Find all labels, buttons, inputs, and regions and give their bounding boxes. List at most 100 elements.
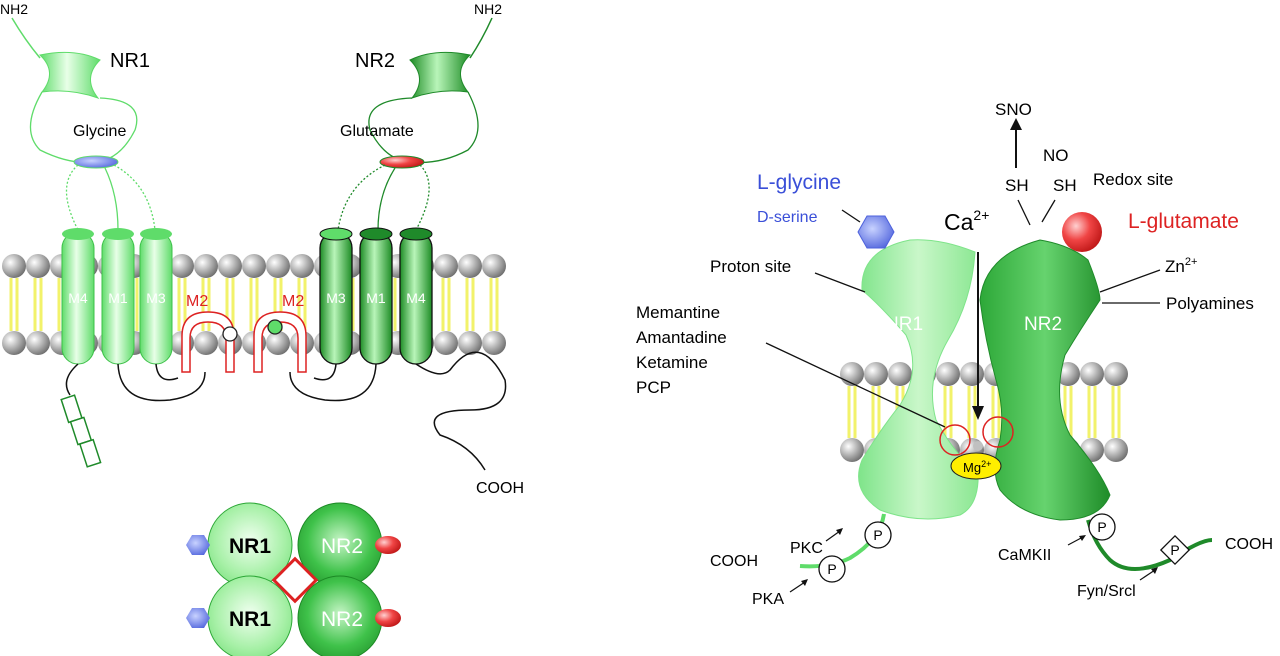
tetramer-nr2-top-label: NR2 bbox=[321, 535, 363, 558]
lipid-head bbox=[434, 331, 458, 355]
glycine-binding-ellipse bbox=[73, 155, 119, 169]
sno-arrow-head bbox=[1010, 118, 1022, 130]
nr2-nh2-line bbox=[469, 17, 493, 59]
nr1-c-terminal-line bbox=[65, 363, 79, 396]
lipid-head bbox=[840, 362, 864, 386]
nr1-transmembrane-helices bbox=[61, 228, 173, 365]
nr2-dotted-connector bbox=[337, 164, 386, 231]
pkc-arrow bbox=[825, 530, 841, 542]
tetramer-glutamate-bottom bbox=[375, 609, 401, 627]
tetramer-glycine-hex-bottom bbox=[186, 608, 210, 628]
lipid-tail bbox=[303, 278, 307, 331]
lipid-tail bbox=[273, 278, 277, 331]
lipid-tail bbox=[1063, 386, 1067, 438]
pkc-arrow-head bbox=[836, 528, 843, 535]
lipid-tail bbox=[1087, 386, 1091, 438]
topology-panel: NH2 NH2 NR1 NR2 Glycine Glutamate M4 M1 … bbox=[0, 1, 524, 497]
nr1-m4-label: M4 bbox=[68, 290, 88, 306]
l-glycine-label: L-glycine bbox=[757, 171, 841, 194]
ca-label: Ca2+ bbox=[944, 207, 989, 235]
nr2-m1-label: M1 bbox=[366, 290, 386, 306]
nr1-m2-site bbox=[222, 326, 238, 342]
nr2-cooh-label: COOH bbox=[476, 480, 524, 497]
camkii-arrow-head bbox=[1079, 535, 1086, 541]
nr1-ntd-shape bbox=[38, 51, 101, 100]
nr2-dotted-connector-2 bbox=[415, 164, 430, 231]
lipid-head bbox=[864, 362, 888, 386]
phospho-label-2: P bbox=[827, 561, 836, 577]
lipid-tail bbox=[393, 278, 397, 331]
lipid-tail bbox=[249, 278, 253, 331]
tetramer-nr2-bottom-label: NR2 bbox=[321, 608, 363, 631]
lipid-tail bbox=[57, 278, 61, 331]
lipid-tail bbox=[1093, 386, 1097, 438]
nr1-label: NR1 bbox=[110, 50, 150, 72]
lipid-tail bbox=[231, 278, 235, 331]
lipid-tail bbox=[967, 386, 971, 438]
lipid-head bbox=[1104, 362, 1128, 386]
l-glutamate-sphere bbox=[1062, 212, 1102, 252]
nr1-dotted-connector bbox=[65, 164, 79, 231]
tetramer-glycine-hex-top bbox=[186, 535, 210, 555]
l-glycine-hexagon bbox=[857, 215, 895, 249]
lipid-head bbox=[26, 254, 50, 278]
nr1-intracellular-loop bbox=[117, 363, 206, 402]
lipid-tail bbox=[207, 278, 211, 331]
nr1-c-terminal-boxes bbox=[60, 394, 102, 468]
channel-blocker-line bbox=[765, 342, 946, 428]
sno-label: SNO bbox=[995, 100, 1032, 119]
fyn-label: Fyn/Srcl bbox=[1077, 583, 1136, 600]
lipid-head bbox=[218, 254, 242, 278]
pcp-label: PCP bbox=[636, 378, 671, 397]
phospho-label-4: P bbox=[1170, 542, 1179, 558]
lipid-head bbox=[434, 254, 458, 278]
nr1-subunit-body bbox=[858, 239, 979, 520]
nr2-cooh-label: COOH bbox=[1225, 536, 1273, 553]
lipid-tail bbox=[39, 278, 43, 331]
fyn-arrow bbox=[1139, 569, 1156, 581]
lipid-tail bbox=[943, 386, 947, 438]
channel-site-right bbox=[982, 416, 1014, 448]
lipid-tail bbox=[33, 278, 37, 331]
lipid-head bbox=[960, 362, 984, 386]
nr2-m2-site bbox=[267, 319, 283, 335]
lipid-head bbox=[482, 331, 506, 355]
lipid-head bbox=[1080, 362, 1104, 386]
proton-line bbox=[814, 272, 866, 293]
channel-site-left bbox=[939, 424, 971, 456]
nr1-m1-label: M1 bbox=[108, 290, 128, 306]
nr1-m2-loop bbox=[181, 311, 235, 373]
redox-site-label: Redox site bbox=[1093, 170, 1173, 189]
nr2-body-label: NR2 bbox=[1024, 314, 1062, 335]
pka-arrow-head bbox=[801, 579, 808, 586]
lipid-tail bbox=[351, 278, 355, 331]
lipid-head bbox=[936, 362, 960, 386]
glutamate-binding-ellipse bbox=[379, 155, 425, 169]
d-serine-label: D-serine bbox=[757, 209, 818, 226]
nr2-m4-label: M4 bbox=[406, 290, 426, 306]
lipid-head bbox=[170, 254, 194, 278]
nr2-c-terminal-line bbox=[415, 351, 507, 471]
nr2-solid-connector bbox=[377, 167, 396, 231]
tetramer-panel: NR1 NR2 NR1 NR2 bbox=[186, 502, 401, 656]
nr2-label: NR2 bbox=[355, 50, 395, 72]
phospho-label-3: P bbox=[1097, 519, 1106, 535]
lipid-tail bbox=[201, 278, 205, 331]
glutamate-label: Glutamate bbox=[340, 123, 414, 140]
lipid-tail bbox=[279, 278, 283, 331]
nr1-dotted-connector-2 bbox=[113, 164, 156, 231]
lipid-tail bbox=[183, 278, 187, 331]
lipid-head bbox=[458, 331, 482, 355]
no-label: NO bbox=[1043, 146, 1069, 165]
camkii-label: CaMKII bbox=[998, 547, 1051, 564]
pka-label: PKA bbox=[752, 591, 784, 608]
tetramer-nr1-bottom-label: NR1 bbox=[229, 608, 271, 631]
pka-arrow bbox=[789, 581, 806, 593]
zn-label: Zn2+ bbox=[1165, 256, 1197, 276]
nr1-intracellular-loop-2 bbox=[155, 363, 179, 381]
receptor-panel: P P P P SNO NO SH SH Redox site L-glycin… bbox=[636, 100, 1273, 608]
phospho-site-3 bbox=[1088, 513, 1116, 541]
redox-line-1 bbox=[1017, 199, 1031, 226]
ketamine-label: Ketamine bbox=[636, 353, 708, 372]
lipid-tail bbox=[177, 278, 181, 331]
